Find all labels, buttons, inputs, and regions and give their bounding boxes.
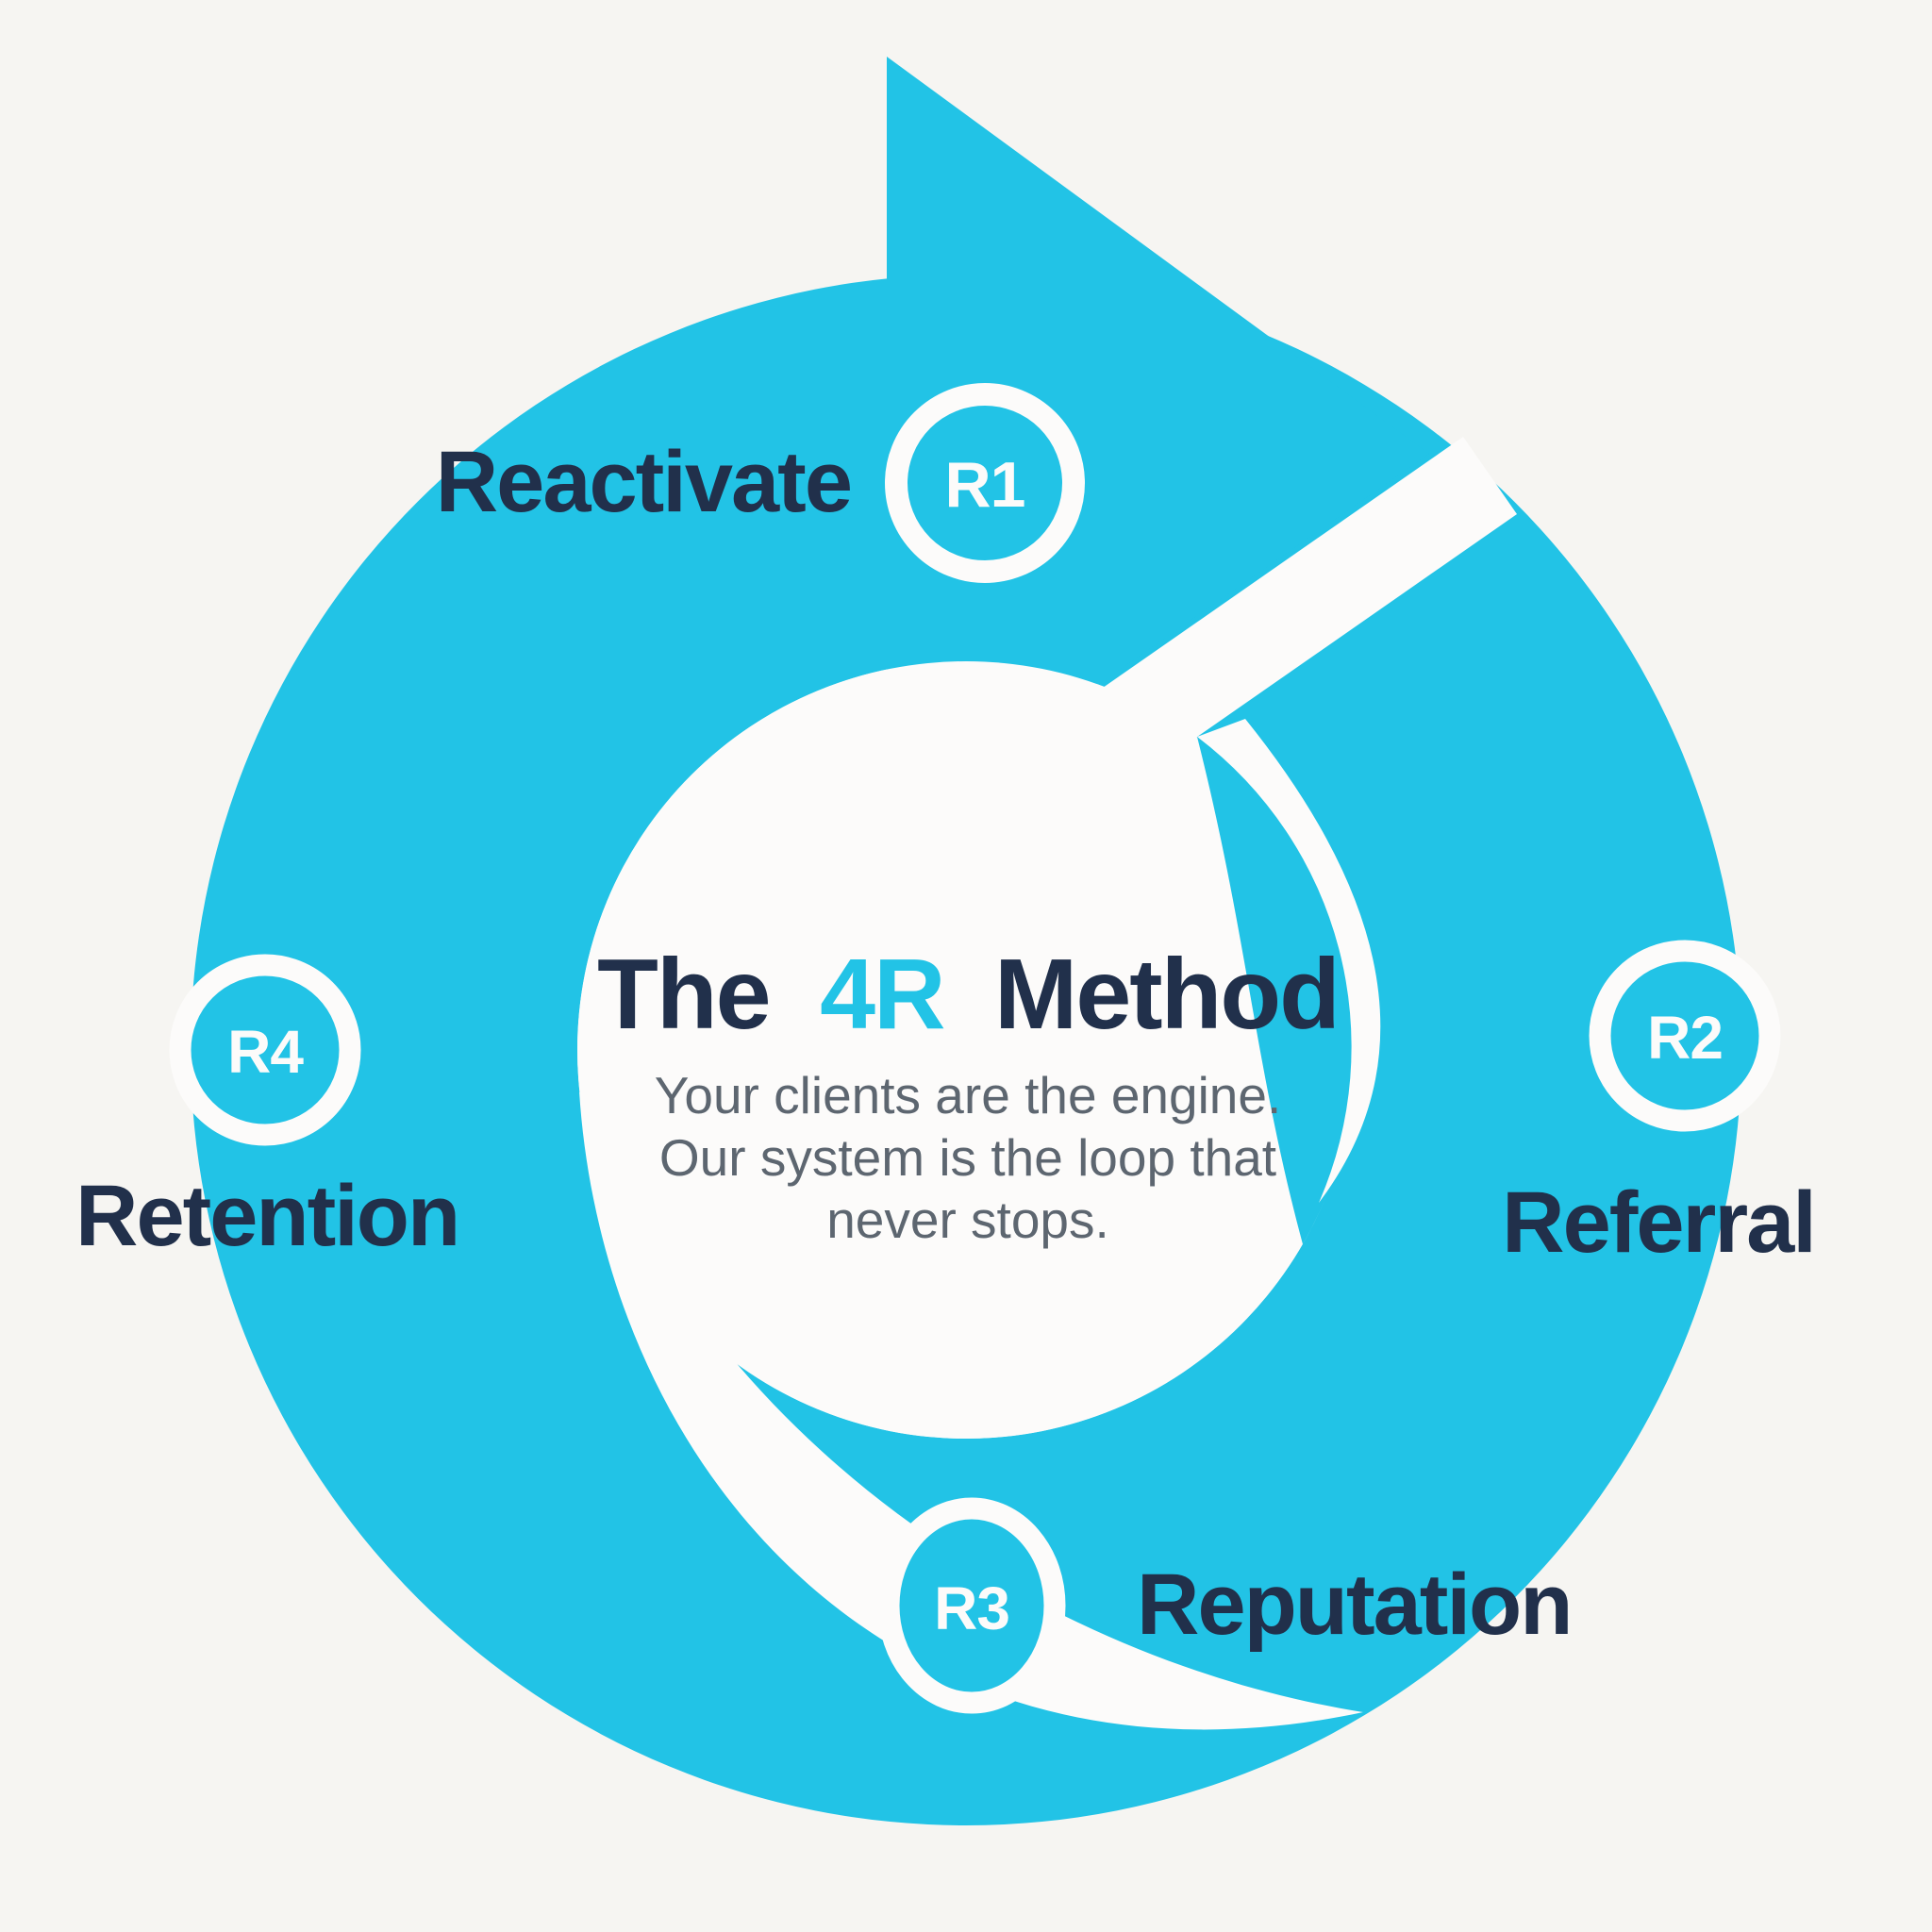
- title-highlight: 4R: [820, 939, 944, 1050]
- badge-r1: R1: [885, 383, 1085, 583]
- badge-r4-circle: [169, 954, 361, 1146]
- subtitle-line-2: Our system is the loop that: [659, 1128, 1276, 1187]
- badge-r2-label: R2: [1647, 1004, 1723, 1072]
- stage-label-retention: Retention: [75, 1168, 458, 1264]
- badge-r3-label: R3: [934, 1574, 1009, 1642]
- title-post: Method: [994, 939, 1339, 1050]
- page-title: The 4R Method: [597, 939, 1339, 1050]
- badge-r4-label: R4: [227, 1018, 304, 1086]
- subtitle-line-3: never stops.: [826, 1191, 1109, 1249]
- hook-gap-cutout: [1197, 719, 1381, 1203]
- stage-label-referral: Referral: [1502, 1174, 1815, 1271]
- badge-r4: R4: [169, 954, 361, 1146]
- badge-r3-circle: [877, 1497, 1066, 1714]
- badge-r1-label: R1: [945, 449, 1025, 521]
- badge-r2: R2: [1589, 940, 1781, 1132]
- inner-hook-shape: [1197, 737, 1356, 1244]
- arrow-gap-cutout: [1041, 437, 1517, 808]
- badge-r3: R3: [877, 1497, 1066, 1714]
- subtitle: Your clients are the engine. Our system …: [655, 1066, 1282, 1249]
- stage-label-reputation: Reputation: [1137, 1557, 1571, 1653]
- subtitle-line-1: Your clients are the engine.: [655, 1066, 1282, 1124]
- badge-r2-circle: [1589, 940, 1781, 1132]
- center-circle: [577, 661, 1355, 1439]
- loop-ring-shape: [191, 275, 1741, 1825]
- title-pre: The: [597, 939, 769, 1050]
- stage-label-reactivate: Reactivate: [436, 434, 851, 530]
- badge-r1-circle: [885, 383, 1085, 583]
